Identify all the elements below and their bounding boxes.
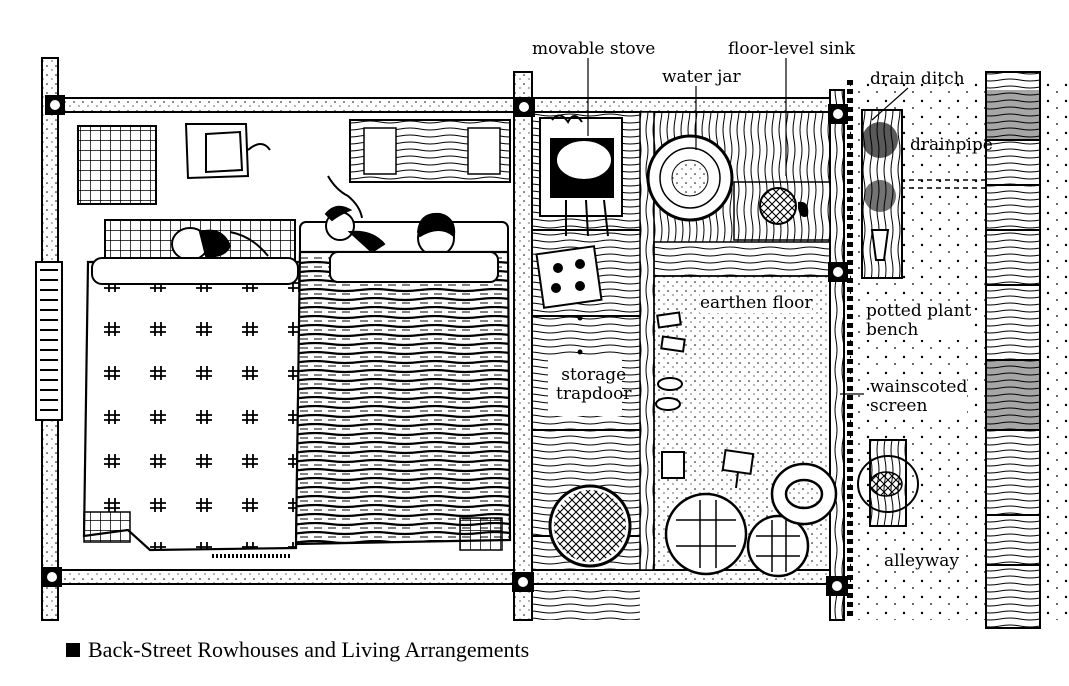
alley-bench (857, 439, 919, 527)
bucket-icon (661, 449, 755, 489)
label-floor-level-sink: floor-level sink (728, 39, 856, 59)
caption-text: Back-Street Rowhouses and Living Arrange… (88, 637, 530, 662)
person-icon (416, 212, 456, 257)
label-alleyway: alleyway (884, 551, 959, 571)
person-icon (171, 227, 269, 261)
lamp-icon (184, 123, 271, 180)
floor-cushion (77, 125, 157, 205)
house-walls (35, 57, 853, 621)
figure-caption: Back-Street Rowhouses and Living Arrange… (66, 637, 529, 663)
drain-ditch (985, 71, 1041, 629)
person-icon (324, 175, 386, 254)
label-drainpipe: drainpipe (910, 135, 993, 155)
potted-plant-icon (861, 109, 903, 279)
futon-icon (82, 257, 302, 558)
storage-trapdoor (548, 356, 622, 416)
hotplate-icon (535, 245, 603, 309)
stove-icon (539, 114, 623, 237)
label-drain-ditch: drain ditch (870, 69, 965, 89)
leader-lines (587, 58, 909, 395)
label-water-jar: water jar (662, 67, 741, 87)
label-earthen-floor: earthen floor (700, 293, 813, 313)
sandals-icon (655, 311, 686, 411)
water-jar-icon (646, 134, 734, 222)
label-potted-plant-bench: potted plant bench (866, 301, 972, 340)
basket-icon (548, 484, 632, 568)
label-storage-trapdoor: storage trapdoor (556, 365, 632, 404)
futon-icon (294, 250, 512, 551)
caption-bullet (66, 643, 80, 657)
label-wainscoted-screen: wainscoted screen (870, 377, 968, 416)
low-cabinet (349, 119, 511, 183)
label-movable-stove: movable stove (532, 39, 656, 59)
tub-icon (664, 462, 838, 578)
sink-icon (733, 181, 831, 241)
